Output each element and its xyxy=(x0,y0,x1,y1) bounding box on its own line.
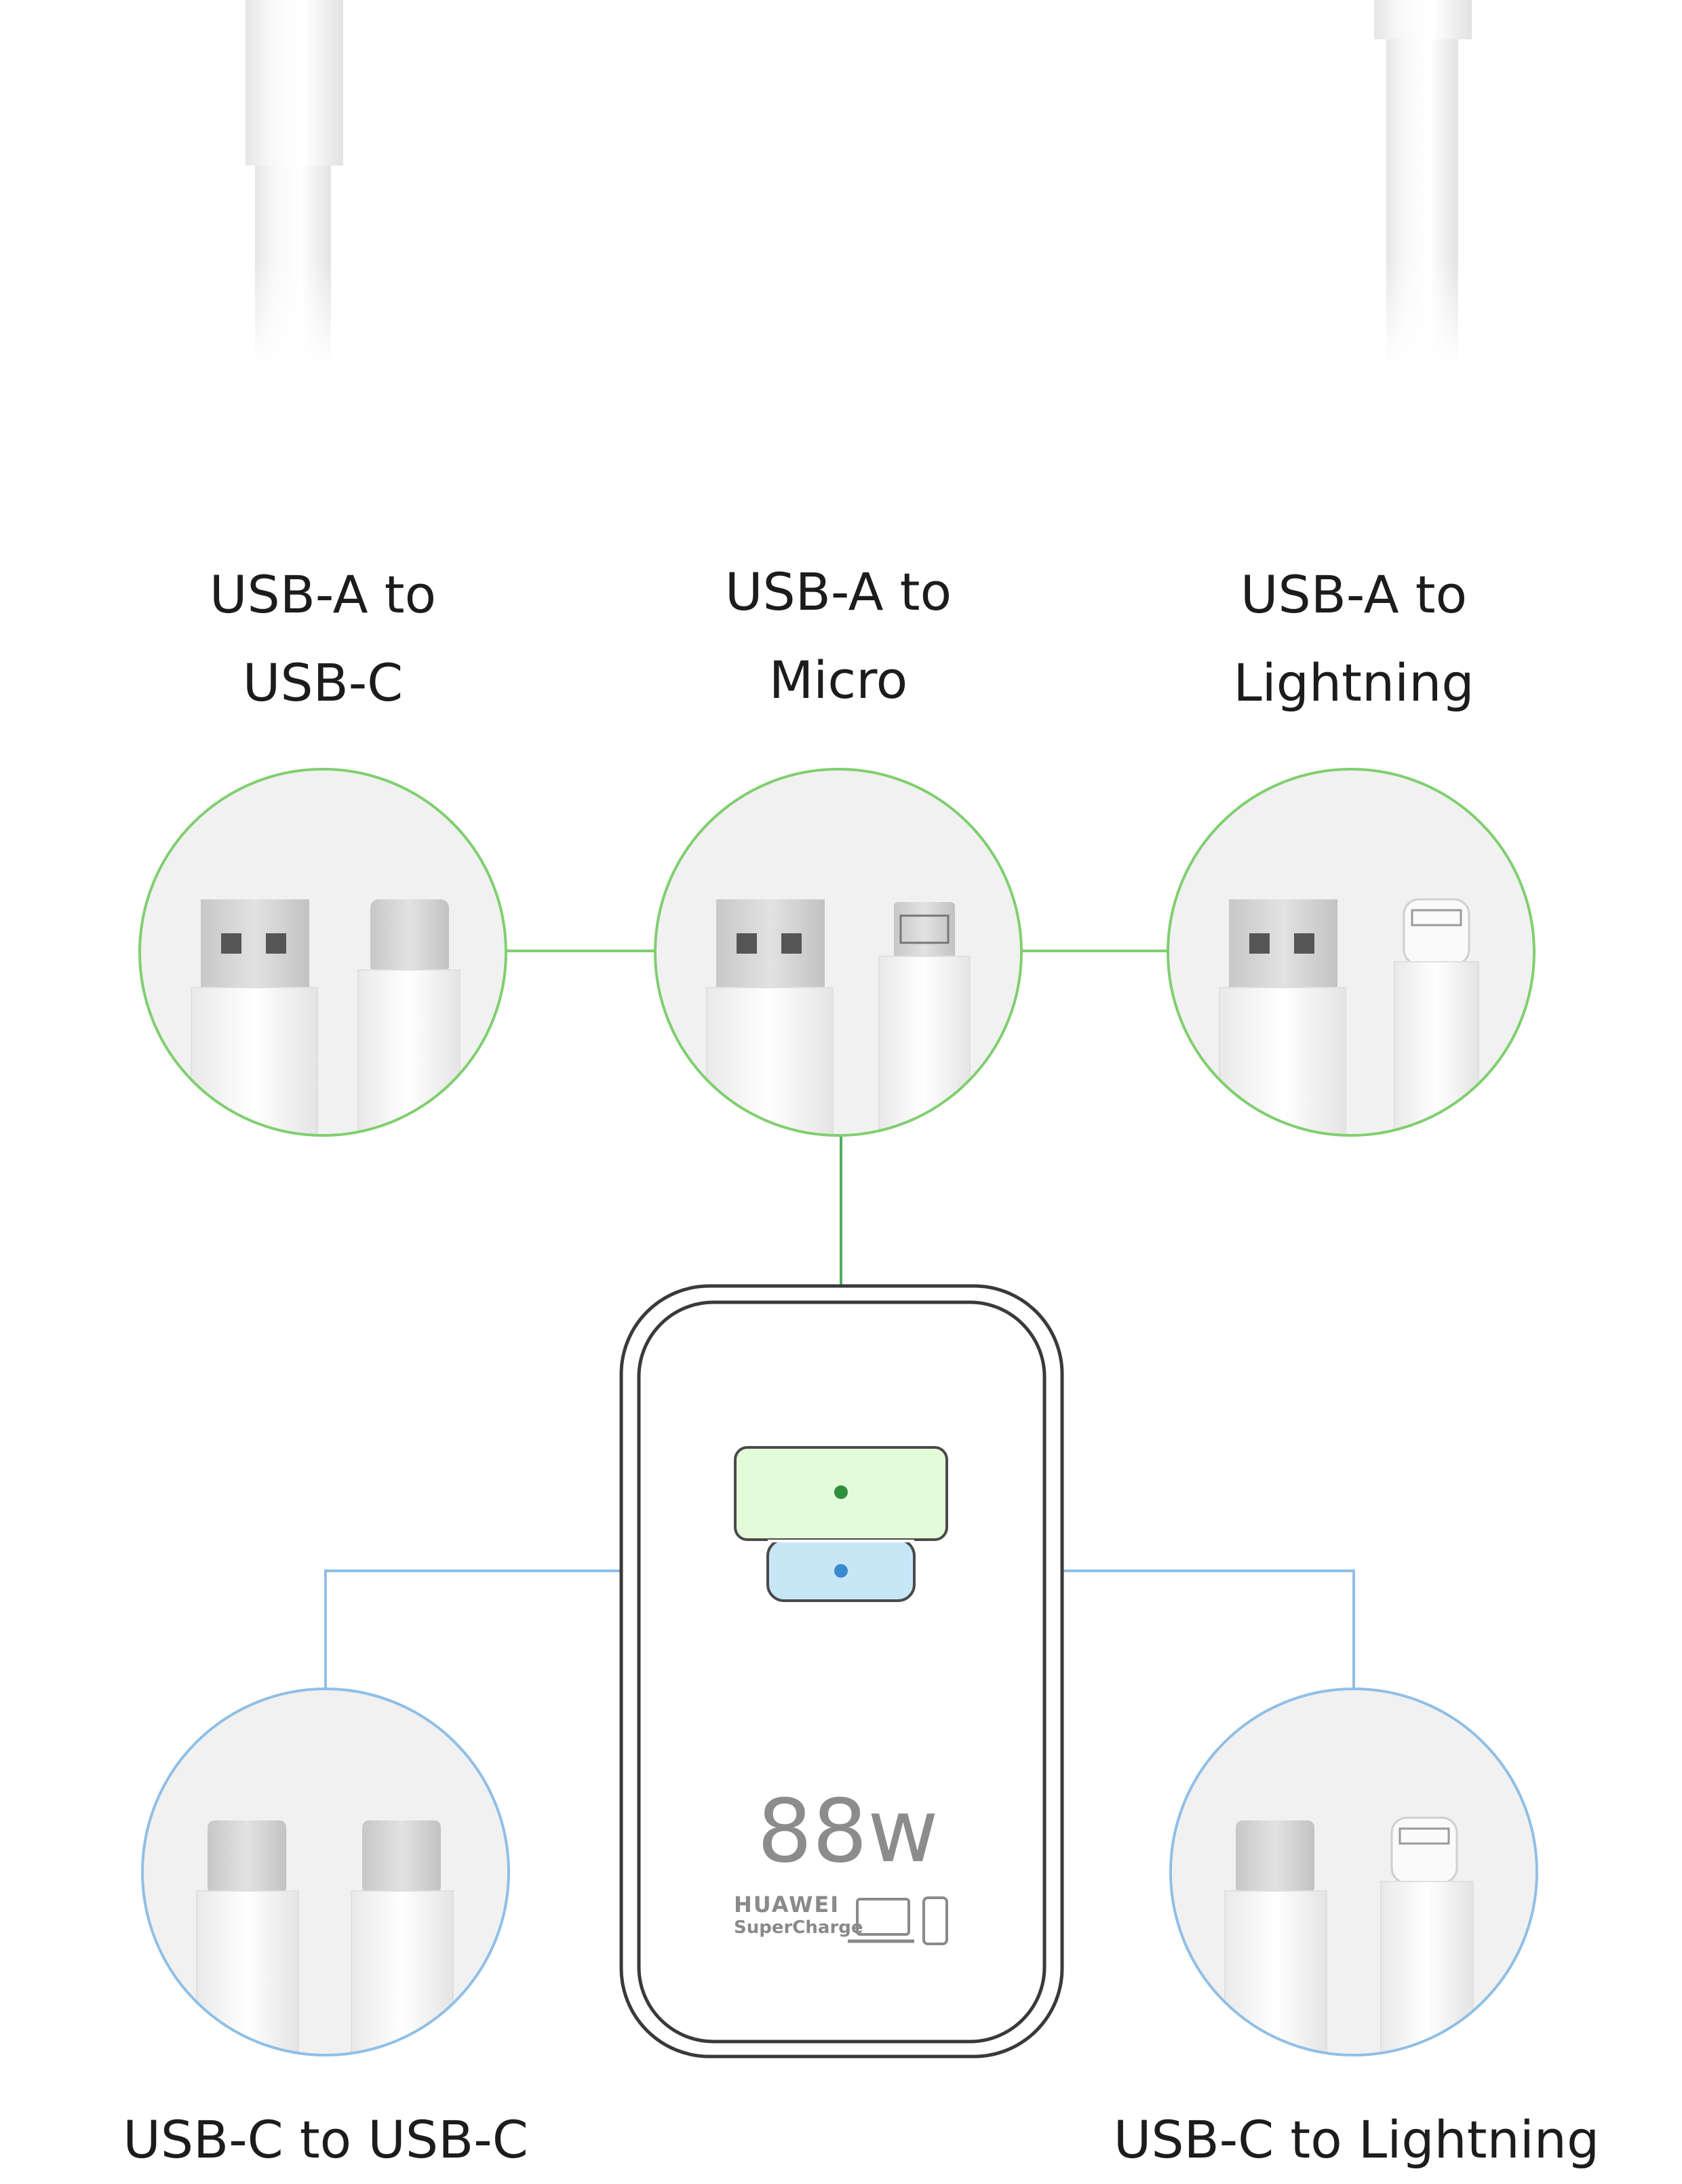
label-line-1: USB-A to xyxy=(724,562,952,622)
circle-usb-a-to-usb-c xyxy=(138,768,507,1137)
top-cable-left xyxy=(237,0,353,366)
label-usb-a-to-usb-c: USB-A to USB-C xyxy=(180,551,465,727)
brand-name: HUAWEI xyxy=(734,1892,840,1917)
top-cable-right xyxy=(1370,0,1485,366)
label-text: USB-C to USB-C xyxy=(123,2109,528,2170)
circle-usb-a-to-lightning xyxy=(1167,768,1536,1137)
circle-usb-c-to-lightning xyxy=(1169,1688,1538,2056)
label-line-2: Micro xyxy=(768,650,908,710)
charger xyxy=(619,1284,1064,2059)
brand-tagline: SuperCharge xyxy=(734,1917,863,1938)
label-line-1: USB-A to xyxy=(209,564,437,625)
usb-c-port-dot xyxy=(834,1564,848,1578)
laptop-icon xyxy=(856,1898,910,1936)
circle-usb-a-to-micro xyxy=(654,768,1023,1137)
label-usb-a-to-lightning: USB-A to Lightning xyxy=(1205,551,1503,727)
label-line-1: USB-A to xyxy=(1240,564,1468,625)
wattage-label: 88w xyxy=(757,1781,939,1882)
label-line-2: USB-C xyxy=(242,652,404,713)
label-line-2: Lightning xyxy=(1233,652,1474,713)
label-usb-c-to-usb-c: USB-C to USB-C xyxy=(68,2096,583,2184)
circle-usb-c-to-usb-c xyxy=(141,1688,510,2056)
phone-icon xyxy=(922,1896,948,1945)
usb-a-port-dot xyxy=(834,1485,848,1499)
label-text: USB-C to Lightning xyxy=(1113,2109,1600,2170)
label-usb-c-to-lightning: USB-C to Lightning xyxy=(1058,2096,1655,2184)
label-usb-a-to-micro: USB-A to Micro xyxy=(696,548,981,724)
